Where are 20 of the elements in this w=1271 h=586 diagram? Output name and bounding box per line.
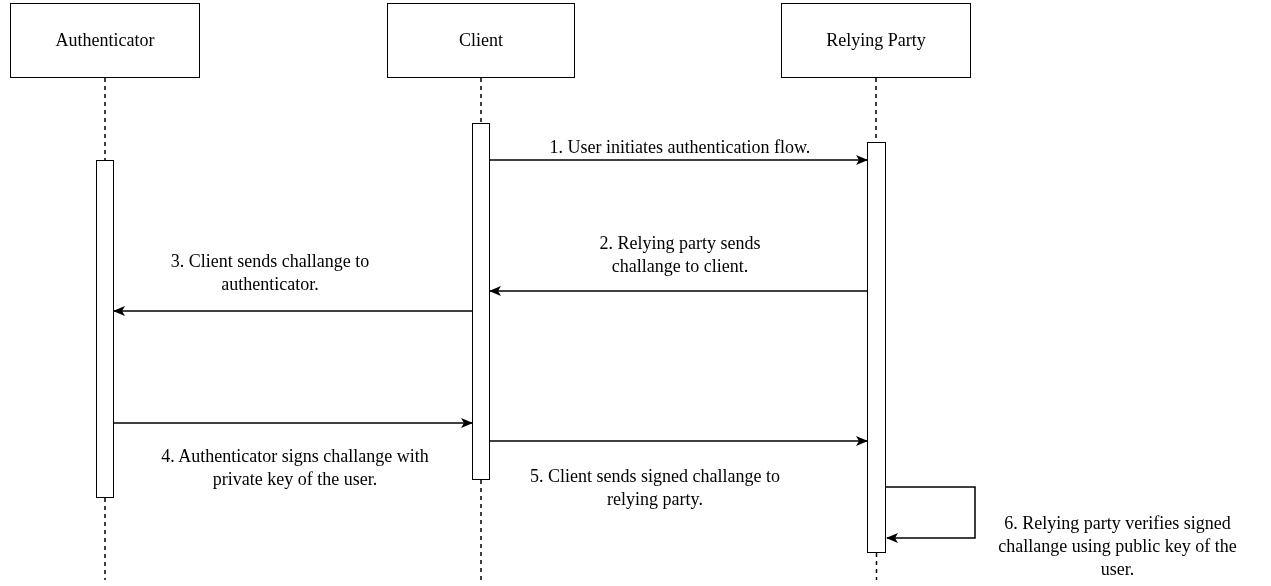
edge-label: 1. User initiates authentication flow. <box>548 136 812 159</box>
participant-box: Client <box>387 3 575 78</box>
arrow <box>489 436 868 446</box>
arrow <box>113 418 473 428</box>
participant-box: Relying Party <box>781 3 971 78</box>
lifeline <box>104 77 106 161</box>
edge-label: 3. Client sends challange to authenticator. <box>169 250 371 296</box>
arrow <box>113 306 473 316</box>
activation-bar <box>96 160 114 498</box>
arrow <box>489 155 868 165</box>
lifeline <box>480 77 482 124</box>
edge-label: 5. Client sends signed challange to relying party. <box>529 465 781 511</box>
arrow <box>489 286 868 296</box>
self-arrow <box>885 486 976 543</box>
edge-label: 2. Relying party sends challange to client. <box>598 232 762 278</box>
activation-bar <box>472 123 490 480</box>
edge-label: 4. Authenticator signs challange with private key of the user. <box>160 445 430 491</box>
activation-bar <box>867 142 886 553</box>
edge-label: 6. Relying party verifies signed challange using public key of the user. <box>997 512 1238 581</box>
participant-box: Authenticator <box>10 3 200 78</box>
